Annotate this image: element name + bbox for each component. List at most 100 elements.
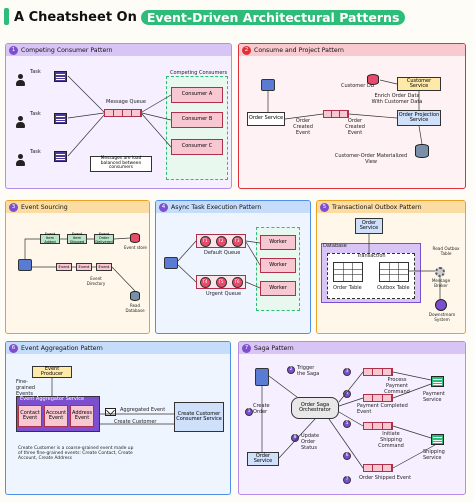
panel-title-bar: 7 Saga Pattern [239, 342, 465, 354]
panel-title-bar: 4 Async Task Execution Pattern [156, 201, 310, 213]
task-token: T2 [215, 235, 227, 247]
order-shipped-label: Order Shipped Event [359, 475, 412, 481]
step-badge: 6 [343, 452, 351, 460]
enrich-label: Enrich Order Data With Customer Data [371, 93, 423, 105]
contact-event: Contact Event [18, 405, 42, 427]
step-badge: 5 [343, 420, 351, 428]
connector-arrows [368, 234, 441, 299]
account-event: Account Event [44, 405, 68, 427]
order-projection-service: Order Projection Service [397, 110, 441, 126]
client-icon [255, 368, 269, 386]
panel-number-badge: 6 [9, 343, 18, 353]
panel-transactional-outbox: 5 Transactional Outbox Pattern Order Ser… [316, 200, 466, 334]
task-service-icon [54, 151, 67, 162]
panel-title-bar: 2 Consume and Project Pattern [239, 44, 465, 56]
event-name: Item Added [44, 236, 56, 244]
step-badge: 8 [291, 434, 299, 442]
event-name: Item Shipped [69, 236, 85, 244]
consumer-group-label: Competing Consumers [170, 70, 228, 76]
trigger-label: Trigger the Saga [297, 365, 320, 377]
globe-icon [261, 79, 275, 91]
event-store-label: Event store [124, 245, 147, 250]
order-service: Order Service [247, 452, 279, 466]
downstream-label: Downstream System [428, 312, 456, 322]
default-queue: T1 T2 T3 [196, 234, 246, 248]
initiate-shipping-label: Initiate Shipping Command [378, 431, 404, 449]
panel-number-badge: 2 [242, 45, 251, 55]
event-prefix: Event [44, 232, 56, 237]
read-outbox-label: Read Outbox Table [432, 246, 460, 256]
service-icon [18, 259, 32, 271]
panel-saga: 7 Saga Pattern Create Order Order Servic… [238, 341, 466, 495]
connector-arrows [51, 378, 174, 425]
task-token: T6 [231, 276, 243, 288]
consumer-c: Consumer C [171, 139, 223, 155]
header-accent-bar [4, 8, 9, 25]
worker: Worker [260, 281, 296, 296]
connector-arrows [67, 75, 172, 157]
panel-number-badge: 3 [9, 202, 18, 212]
message-queue-label: Message Queue [106, 99, 146, 105]
panel-title-bar: 6 Event Aggregation Pattern [6, 342, 230, 354]
event-name: Order Delivered [95, 236, 113, 244]
event-bottom: Event [76, 263, 92, 271]
event-producer: Event Producer [32, 366, 72, 378]
urgent-queue: T4 T5 T6 [196, 275, 246, 289]
task-token: T5 [215, 276, 227, 288]
read-database-label: Read Database [125, 303, 145, 313]
transaction-label: Transaction [357, 253, 386, 259]
default-queue-label: Default Queue [204, 250, 241, 256]
database-label: Database [323, 243, 347, 249]
event-bottom: Event [56, 263, 72, 271]
aggregator-label: Event Aggregator Service [20, 396, 85, 402]
event-item-shipped: Event Item Shipped [67, 232, 87, 244]
step-badge: 3 [343, 368, 351, 376]
order-created-event-label: Order Created Event [345, 118, 365, 136]
materialized-view-label: Customer-Order Materialized View [334, 153, 408, 165]
panel-title: Consume and Project Pattern [254, 46, 344, 54]
panel-title-bar: 5 Transactional Outbox Pattern [317, 201, 465, 213]
urgent-queue-label: Urgent Queue [206, 291, 242, 297]
event-order-delivered: Event Order Delivered [94, 232, 114, 244]
saga-orchestrator: Order Saga Orchestrator [291, 397, 339, 419]
consumer-b: Consumer B [171, 112, 223, 128]
event-queue [323, 110, 349, 118]
service-icon [164, 257, 178, 269]
panel-title: Event Sourcing [21, 203, 68, 211]
user-icon [15, 116, 25, 128]
message-queue [104, 109, 142, 117]
panel-event-sourcing: 3 Event Sourcing Event Item Added Event … [5, 200, 150, 334]
panel-consume-project: 2 Consume and Project Pattern Customer D… [238, 43, 466, 189]
task-service-icon [54, 113, 67, 124]
order-service: Order Service [355, 218, 383, 234]
panel-title: Transactional Outbox Pattern [332, 203, 422, 211]
read-database-icon [130, 291, 140, 301]
update-status-label: Update Order Status [301, 433, 320, 451]
panel-title: Async Task Execution Pattern [171, 203, 262, 211]
panel-async-task: 4 Async Task Execution Pattern T1 T2 T3 … [155, 200, 311, 334]
panel-number-badge: 4 [159, 202, 168, 212]
panel-title: Event Aggregation Pattern [21, 344, 103, 352]
step-badge: 7 [343, 476, 351, 484]
event-directory-label: Event Directory [86, 276, 106, 286]
address-event: Address Event [70, 405, 94, 427]
order-service: Order Service [247, 112, 285, 126]
outbox-table-grid [379, 262, 409, 282]
user-icon [15, 74, 25, 86]
task-label: Task [30, 111, 41, 117]
consumer-a: Consumer A [171, 87, 223, 103]
payment-service-icon [431, 376, 444, 387]
consumer-service: Create Customer Consumer Service [174, 402, 224, 432]
task-label: Task [30, 149, 41, 155]
load-balance-note: Messages are load balanced between consu… [90, 156, 152, 172]
panel-title: Competing Consumer Pattern [21, 46, 113, 54]
worker: Worker [260, 258, 296, 273]
connector-arrows [24, 237, 136, 292]
user-icon [15, 154, 25, 166]
step-badge: 1 [245, 408, 253, 416]
database-icon [367, 74, 379, 85]
worker: Worker [260, 235, 296, 250]
step-badge: 4 [343, 390, 351, 398]
panel-event-aggregation: 6 Event Aggregation Pattern Event Produc… [5, 341, 231, 495]
panel-number-badge: 1 [9, 45, 18, 55]
